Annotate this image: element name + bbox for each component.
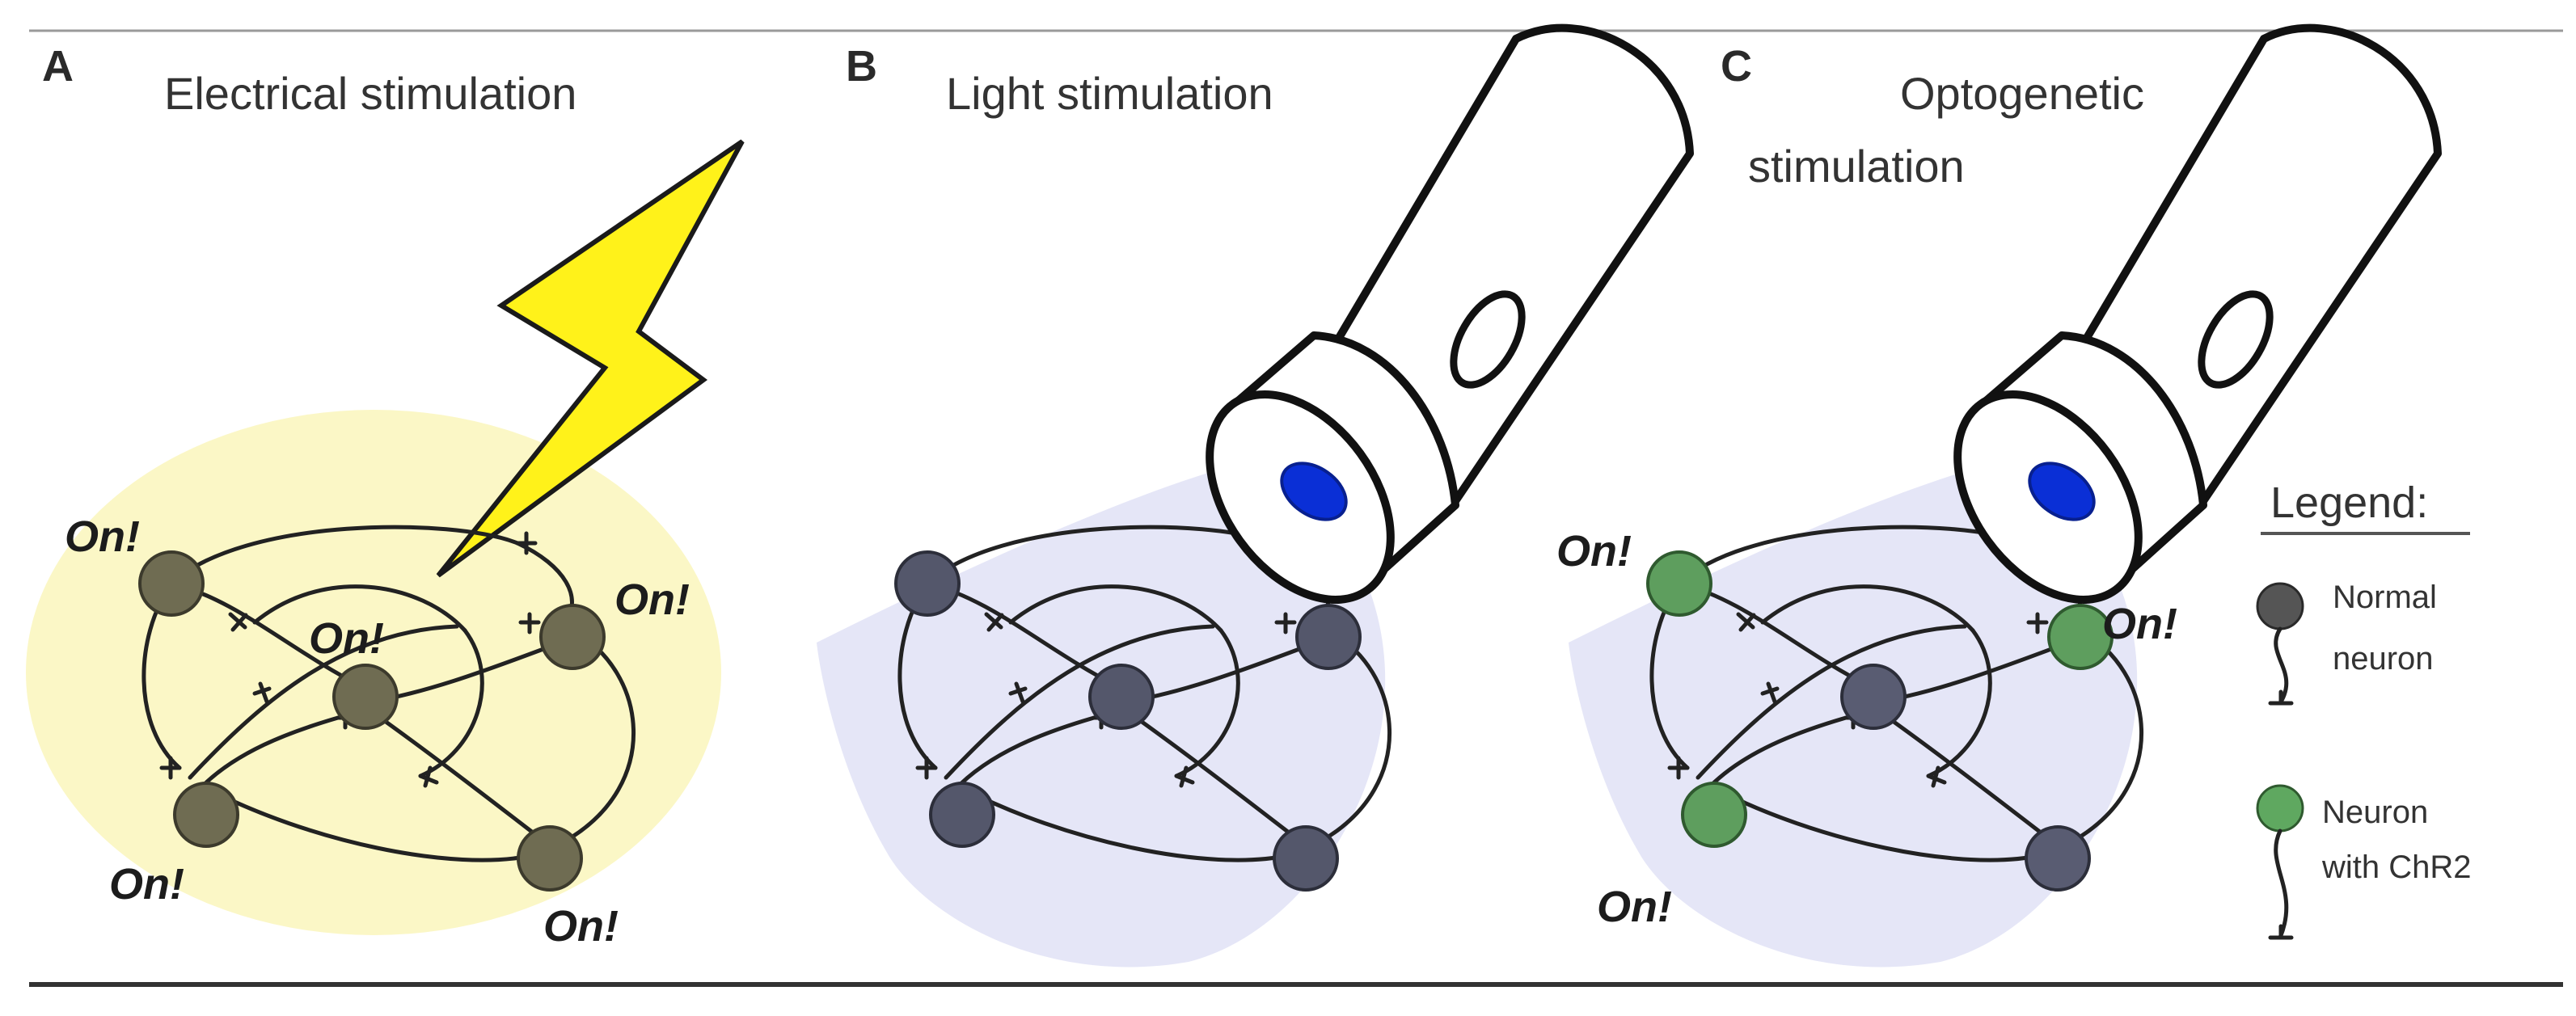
neuron-electric-1 bbox=[138, 550, 205, 617]
neuron-chr2-3 bbox=[2047, 604, 2114, 670]
panel-title: stimulation bbox=[1748, 141, 1965, 192]
neural-network bbox=[1646, 527, 2142, 892]
on-label: On! bbox=[109, 860, 184, 908]
neural-network bbox=[138, 527, 634, 892]
neuron-electric-4 bbox=[173, 782, 239, 848]
panel-letter: A bbox=[42, 42, 74, 91]
on-label: On! bbox=[2102, 600, 2177, 648]
panel-c: C Optogenetic stimulation On! On! On! bbox=[1556, 23, 2442, 968]
legend-title: Legend: bbox=[2270, 478, 2428, 527]
legend-text: Neuron bbox=[2322, 795, 2428, 830]
legend-text: neuron bbox=[2333, 641, 2434, 677]
panel-title: Light stimulation bbox=[946, 68, 1273, 119]
legend-chr2-neuron: Neuron with ChR2 bbox=[2256, 784, 2472, 940]
neuron-inactive-5 bbox=[1273, 825, 1339, 892]
neuron-inactive-2 bbox=[1840, 664, 1907, 730]
panel-letter: B bbox=[846, 42, 877, 91]
lens-bulb bbox=[1280, 462, 1348, 521]
neuron-electric-3 bbox=[539, 604, 606, 670]
neuron-inactive-5 bbox=[2025, 825, 2091, 892]
on-label: On! bbox=[1597, 883, 1672, 931]
on-label: On! bbox=[65, 512, 140, 561]
on-label: On! bbox=[1556, 527, 1632, 575]
panel-a: A Electrical stimulation On! On! On! On!… bbox=[26, 42, 745, 951]
neuron-electric-2 bbox=[332, 664, 399, 730]
panel-letter: C bbox=[1721, 42, 1752, 91]
panel-title: Electrical stimulation bbox=[164, 68, 576, 119]
legend-text: Normal bbox=[2333, 580, 2437, 615]
flashlight-icon bbox=[1953, 23, 2442, 604]
legend-normal-neuron: Normal neuron bbox=[2256, 580, 2437, 706]
panel-b: B Light stimulation bbox=[817, 23, 1694, 968]
neuron-electric-5 bbox=[517, 825, 583, 892]
legend-text: with ChR2 bbox=[2321, 849, 2472, 885]
neural-network bbox=[894, 527, 1390, 892]
neuron-inactive-2 bbox=[1088, 664, 1155, 730]
on-label: On! bbox=[309, 614, 384, 663]
neuron-inactive-4 bbox=[929, 782, 995, 848]
panel-title: Optogenetic bbox=[1900, 68, 2144, 119]
legend: Legend: Normal neuron Neuron with ChR2 bbox=[2256, 478, 2472, 940]
neuron-inactive-1 bbox=[894, 550, 961, 617]
neuron-inactive-3 bbox=[1295, 604, 1362, 670]
flashlight-icon bbox=[1206, 23, 1694, 604]
neuron-chr2-4 bbox=[1681, 782, 1747, 848]
lens-bulb bbox=[2028, 462, 2096, 521]
lightning-bolt-icon bbox=[436, 139, 745, 578]
on-label: On! bbox=[543, 902, 619, 951]
on-label: On! bbox=[614, 575, 690, 624]
neuron-chr2-1 bbox=[1646, 550, 1712, 617]
